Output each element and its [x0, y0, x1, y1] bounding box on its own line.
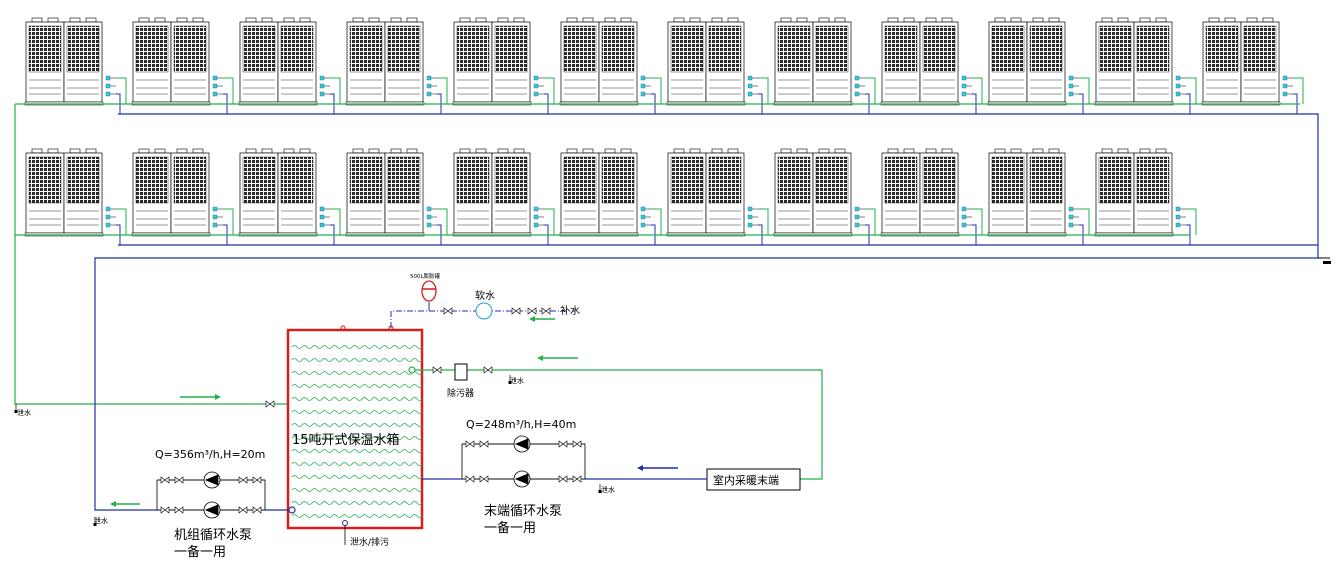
heat-pump-unit — [345, 17, 448, 114]
header-pipes — [14, 103, 1331, 511]
supply-riser-left — [14, 104, 288, 405]
heat-pump-unit — [1094, 148, 1197, 245]
gate-valve-icon — [174, 506, 184, 514]
return-main — [94, 257, 1318, 511]
heat-pump-unit — [345, 148, 448, 245]
dirt-separator-icon — [454, 363, 468, 381]
gate-valve-icon — [252, 476, 262, 484]
circulation-pump-icon — [203, 501, 221, 519]
pump-left-spec: Q=356m³/h,H=20m — [155, 448, 265, 461]
pump-right-note: 一备一用 — [484, 520, 536, 536]
softener-icon — [475, 302, 493, 320]
drain-label-outlet: 泄水 — [510, 376, 524, 385]
row1-return-header — [118, 113, 1319, 258]
gate-valve-icon — [558, 440, 568, 448]
terminal-pump-group: Q=248m³/h,H=40m 末端循环水泵 一备一用 — [422, 418, 586, 536]
heat-pump-unit — [24, 148, 127, 245]
terminal-supply-line: 除污器 泄水 — [408, 355, 823, 480]
pipe-fittings — [14, 307, 602, 526]
gate-valve-icon — [479, 475, 489, 483]
heat-pump-unit — [1201, 17, 1304, 114]
heat-pump-unit — [452, 148, 555, 245]
gate-valve-icon — [479, 440, 489, 448]
drain-label-terminal: 泄水 — [601, 485, 615, 494]
pump-left-name: 机组循环水泵 — [174, 528, 252, 543]
gate-valve-icon — [238, 476, 248, 484]
heat-pump-unit — [666, 148, 769, 245]
gate-valve-icon — [443, 307, 453, 315]
gate-valve-icon — [465, 440, 475, 448]
heat-pump-unit — [24, 17, 127, 114]
drain-label-left: 泄水 — [17, 408, 31, 417]
gate-valve-icon — [160, 476, 170, 484]
pump-right-name: 末端循环水泵 — [484, 504, 562, 519]
drain-label-bottom-left: 泄水 — [94, 516, 108, 525]
gate-valve-icon — [572, 475, 582, 483]
heat-pump-unit — [1094, 17, 1197, 114]
tank-title: 15吨开式保温水箱 — [292, 432, 400, 448]
heat-pump-unit — [773, 17, 876, 114]
softened-water-label: 软水 — [475, 289, 495, 302]
heat-pump-unit — [238, 17, 341, 114]
gate-valve-icon — [238, 506, 248, 514]
gate-valve-icon — [558, 475, 568, 483]
heat-pump-unit — [452, 17, 555, 114]
unit-pump-group: Q=356m³/h,H=20m 机组循环水泵 一备一用 — [110, 394, 296, 560]
gate-valve-icon — [511, 307, 521, 315]
makeup-water-line: 500L膨胀罐 软水 补水 — [390, 272, 580, 328]
indoor-terminal: 室内采暖末端 泄水 — [585, 465, 801, 494]
heat-pump-unit — [131, 17, 234, 114]
terminal-label: 室内采暖末端 — [713, 473, 779, 487]
expansion-tank-label: 500L膨胀罐 — [410, 272, 441, 280]
dirt-separator-label: 除污器 — [447, 387, 474, 399]
heat-pump-unit — [559, 17, 662, 114]
gate-valve-icon — [527, 307, 537, 315]
expansion-tank-icon — [421, 280, 437, 302]
heat-pump-unit — [131, 148, 234, 245]
gate-valve-icon — [252, 506, 262, 514]
gate-valve-icon — [160, 506, 170, 514]
heat-pump-unit — [987, 17, 1090, 114]
water-tank: 15吨开式保温水箱 — [286, 325, 424, 530]
heat-pump-unit — [880, 148, 983, 245]
gate-valve-icon — [483, 366, 493, 374]
heat-pump-unit — [773, 148, 876, 245]
heat-pump-units — [24, 17, 1304, 245]
heat-pump-unit — [987, 148, 1090, 245]
makeup-water-label: 补水 — [560, 304, 580, 317]
circulation-pump-icon — [203, 471, 221, 489]
heat-pump-unit — [238, 148, 341, 245]
expansion-line — [390, 310, 575, 328]
heat-pump-unit — [666, 17, 769, 114]
gate-valve-icon — [572, 440, 582, 448]
heat-pump-unit — [880, 17, 983, 114]
gate-valve-icon — [465, 475, 475, 483]
circulation-pump-icon — [513, 470, 531, 488]
pump-left-note: 一备一用 — [174, 544, 226, 560]
drain-blowdown-label: 泄水/排污 — [350, 536, 389, 548]
pump-right-spec: Q=248m³/h,H=40m — [466, 418, 576, 431]
gate-valve-icon — [174, 476, 184, 484]
circulation-pump-icon — [513, 435, 531, 453]
gate-valve-icon — [541, 307, 551, 315]
gate-valve-icon — [432, 366, 442, 374]
heat-pump-unit — [559, 148, 662, 245]
gate-valve-icon — [265, 400, 275, 408]
